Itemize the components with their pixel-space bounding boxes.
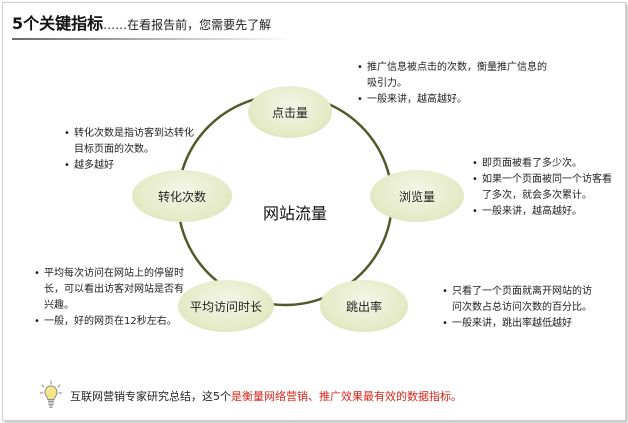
- page-subtitle: ……在看报告前，您需要先了解: [103, 18, 272, 32]
- desc-views-item: 即页面被看了多少次。: [472, 156, 617, 172]
- desc-clicks-item: 一般来讲，越高越好。: [357, 92, 547, 108]
- node-duration-label: 平均访问时长: [189, 299, 262, 314]
- header: 5个关键指标……在看报告前，您需要先了解: [12, 10, 271, 38]
- desc-conversions: 转化次数是指访客到达转化目标页面的次数。 越多越好: [64, 126, 199, 174]
- desc-clicks: 推广信息被点击的次数，衡量推广信息的吸引力。 一般来讲，越高越好。: [357, 60, 547, 108]
- footer-summary: 互联网营销专家研究总结，这5个是衡量网络营销、推广效果最有效的数据指标。: [70, 388, 462, 404]
- node-clicks-label: 点击量: [271, 105, 308, 120]
- center-label: 网站流量: [263, 204, 328, 223]
- desc-duration: 平均每次访问在网站上的停留时长，可以看出访客对网站是否有兴趣。 一般，好的网页在…: [34, 266, 184, 330]
- desc-views: 即页面被看了多少次。 如果一个页面被同一个访客看了多次，就会多次累计。 一般来讲…: [472, 156, 617, 220]
- desc-bounce-item: 一般来讲，跳出率越低越好: [442, 316, 592, 332]
- node-views: 浏览量: [370, 170, 464, 222]
- node-bounce: 跳出率: [320, 280, 408, 332]
- node-clicks: 点击量: [248, 86, 332, 138]
- title-underline: [12, 38, 292, 40]
- node-conversions: 转化次数: [132, 170, 232, 222]
- desc-duration-item: 一般，好的网页在12秒左右。: [34, 314, 184, 330]
- desc-views-item: 如果一个页面被同一个访客看了多次，就会多次累计。: [472, 172, 617, 204]
- desc-conversions-item: 越多越好: [64, 158, 199, 174]
- desc-views-item: 一般来讲，越高越好。: [472, 204, 617, 220]
- desc-conversions-item: 转化次数是指访客到达转化目标页面的次数。: [64, 126, 199, 158]
- node-conversions-label: 转化次数: [157, 189, 206, 204]
- node-duration: 平均访问时长: [178, 280, 274, 332]
- desc-bounce: 只看了一个页面就离开网站的访问次数占总访问次数的百分比。 一般来讲，跳出率越低越…: [442, 284, 592, 332]
- lightbulb-icon: [40, 380, 62, 408]
- desc-clicks-item: 推广信息被点击的次数，衡量推广信息的吸引力。: [357, 60, 547, 92]
- page-title: 5个关键指标: [12, 14, 104, 33]
- footer-text: 互联网营销专家研究总结，这5个: [70, 390, 231, 403]
- node-bounce-label: 跳出率: [345, 299, 382, 314]
- footer-highlight: 是衡量网络营销、推广效果最有效的数据指标。: [231, 390, 462, 403]
- node-views-label: 浏览量: [398, 189, 435, 204]
- desc-duration-item: 平均每次访问在网站上的停留时长，可以看出访客对网站是否有兴趣。: [34, 266, 184, 314]
- desc-bounce-item: 只看了一个页面就离开网站的访问次数占总访问次数的百分比。: [442, 284, 592, 316]
